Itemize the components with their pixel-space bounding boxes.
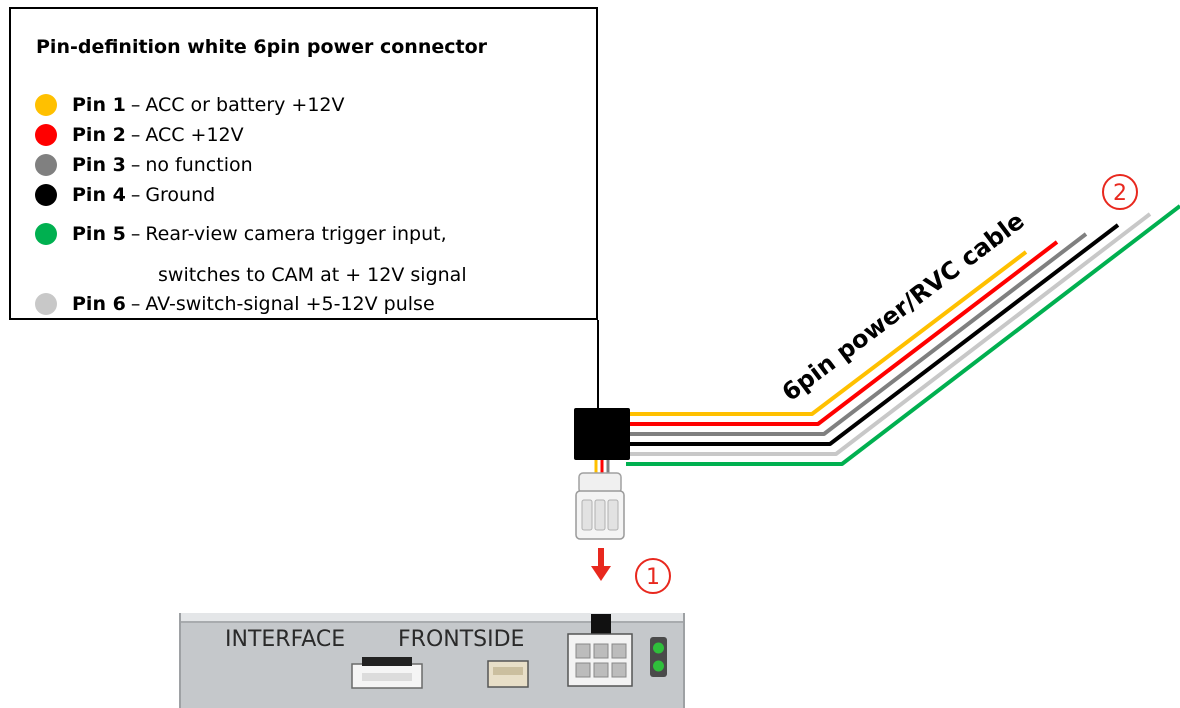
green-led-icon [650, 637, 667, 677]
pin-description: ACC or battery +12V [145, 94, 345, 116]
interface-label: INTERFACE [225, 627, 345, 652]
pin-separator: – [130, 124, 141, 146]
legend-item-pin-1: Pin 1 – ACC or battery +12V [35, 90, 345, 120]
pin-description: AV-switch-signal +5-12V pulse [145, 293, 435, 315]
pin-separator: – [130, 223, 141, 245]
step-2-marker: 2 [1102, 174, 1138, 210]
step-1-marker: 1 [635, 558, 671, 594]
step-1-marker-label: 1 [646, 565, 660, 590]
red-dot-icon [35, 124, 57, 146]
pin-label: Pin 6 [72, 293, 126, 315]
legend-item-pin-2: Pin 2 – ACC +12V [35, 120, 244, 150]
wire-pin-2 [626, 240, 1059, 426]
pin-description: Ground [145, 184, 216, 206]
black-dot-icon [35, 184, 57, 206]
legend-item-pin-5: Pin 5 – Rear-view camera trigger input, [35, 219, 447, 249]
wire-pin-4 [626, 223, 1120, 446]
pin-label: Pin 5 [72, 223, 126, 245]
pin-description: no function [145, 154, 253, 176]
pin-separator: – [130, 184, 141, 206]
interface-left-port [351, 657, 423, 689]
6pin-socket-icon [567, 614, 633, 687]
wire-pin-6 [626, 212, 1152, 456]
pin-label: Pin 4 [72, 184, 126, 206]
pin-separator: – [130, 94, 141, 116]
legend-item-pin-3: Pin 3 – no function [35, 150, 253, 180]
legend-item-pin-6: Pin 6 – AV-switch-signal +5-12V pulse [35, 289, 435, 319]
pin-5-description-line-2: switches to CAM at + 12V signal [158, 264, 467, 286]
cable-wires [626, 204, 1180, 466]
step-2-marker-label: 2 [1113, 181, 1127, 206]
pin-definition-legend-box: Pin-definition white 6pin power connecto… [9, 7, 598, 320]
black-connector-housing [574, 408, 630, 460]
pin-description: ACC +12V [145, 124, 244, 146]
interface-middle-port [487, 660, 529, 688]
pin-separator: – [130, 154, 141, 176]
pin-label: Pin 3 [72, 154, 126, 176]
pin-label: Pin 2 [72, 124, 126, 146]
wire-pin-1 [626, 250, 1028, 416]
pin-description: Rear-view camera trigger input, [145, 223, 447, 245]
wire-pin-5 [626, 204, 1180, 466]
green-dot-icon [35, 223, 57, 245]
legend-title: Pin-definition white 6pin power connecto… [36, 36, 487, 58]
legend-item-pin-4: Pin 4 – Ground [35, 180, 215, 210]
light-gray-dot-icon [35, 293, 57, 315]
red-down-arrow-icon [591, 548, 611, 581]
white-6pin-plug-icon [575, 472, 625, 540]
pin-separator: – [130, 293, 141, 315]
pin-label: Pin 1 [72, 94, 126, 116]
frontside-label: FRONTSIDE [398, 627, 524, 652]
yellow-dot-icon [35, 94, 57, 116]
wire-pin-3 [626, 232, 1088, 436]
gray-dot-icon [35, 154, 57, 176]
interface-box: INTERFACE FRONTSIDE [179, 613, 685, 708]
